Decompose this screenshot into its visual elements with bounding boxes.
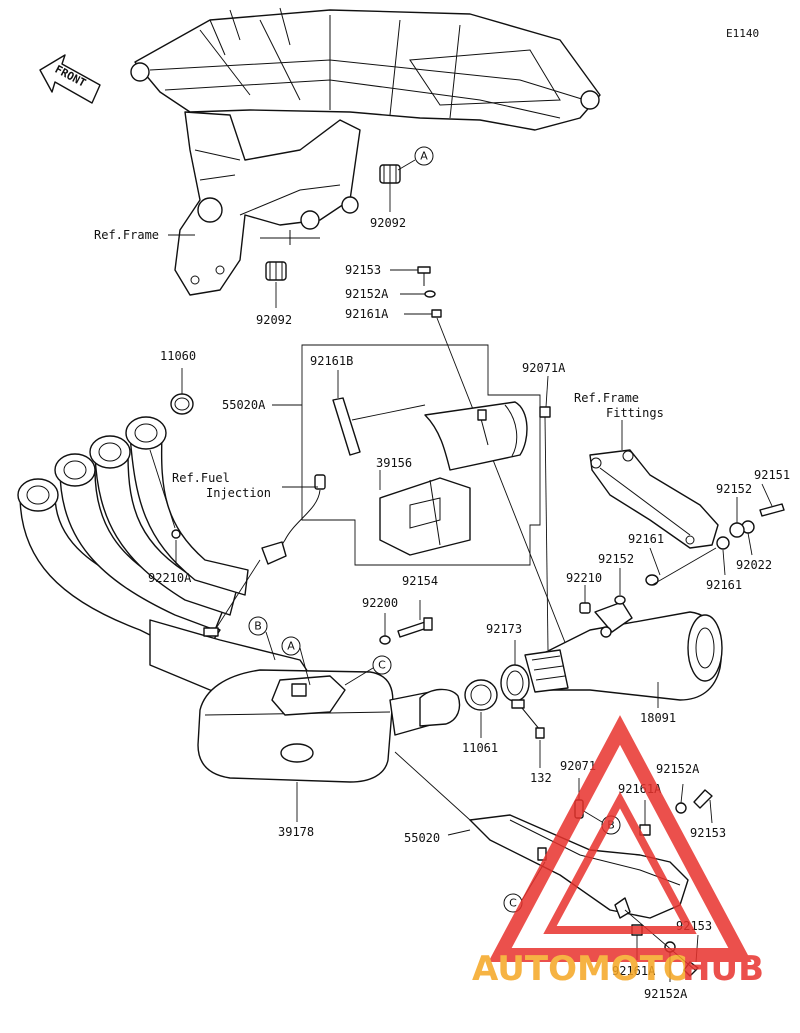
label-11060: 11060 (160, 349, 196, 363)
label-92161-mid: 92161 (628, 532, 664, 546)
label-92152A-top: 92152A (345, 287, 389, 301)
label-92161A-top: 92161A (345, 307, 389, 321)
label-55020A: 55020A (222, 398, 266, 412)
label-92071A: 92071A (522, 361, 566, 375)
label-92161-right: 92161 (706, 578, 742, 592)
label-ref-fuel-1: Ref.Fuel (172, 471, 230, 485)
watermark-text-auto: AUTOMOTO (472, 949, 692, 989)
callout-a-mid: A (281, 636, 311, 686)
label-92200: 92200 (362, 596, 398, 610)
label-39156: 39156 (376, 456, 412, 470)
clamp-92173 (500, 640, 545, 768)
flange-3 (89, 435, 131, 469)
label-92161A-bottom: 92161A (612, 964, 656, 978)
callout-b-left: B (248, 616, 276, 661)
label-92210: 92210 (566, 571, 602, 585)
label-11061: 11061 (462, 741, 498, 755)
bolt-stack-top (390, 266, 569, 651)
bolt-92154 (397, 600, 433, 638)
svg-text:C: C (378, 659, 386, 672)
label-92071: 92071 (560, 759, 596, 773)
washer-92200 (379, 613, 391, 645)
label-92151: 92151 (754, 468, 790, 482)
diagram-code: E1140 (726, 27, 759, 40)
label-92173: 92173 (486, 622, 522, 636)
svg-text:C: C (509, 897, 517, 910)
callout-a-top: A (397, 146, 434, 171)
label-92152-right: 92152 (716, 482, 752, 496)
label-55020: 55020 (404, 831, 440, 845)
label-92092-bottom: 92092 (256, 313, 292, 327)
watermark-text-hub: HUB (682, 949, 764, 989)
flange-4 (125, 416, 167, 450)
nut-92210 (579, 585, 591, 614)
heat-shield-55020A (351, 401, 528, 471)
label-92161B: 92161B (310, 354, 353, 368)
watermark-logo: AUTOMOTO HUB (472, 715, 764, 989)
oxygen-sensor (203, 474, 326, 637)
label-ref-fuel-2: Injection (206, 486, 271, 500)
label-92153-low: 92153 (690, 826, 726, 840)
label-92153-top: 92153 (345, 263, 381, 277)
nut-92071A (539, 375, 551, 651)
svg-text:A: A (287, 640, 295, 653)
frame-fittings (589, 420, 719, 549)
label-92022: 92022 (736, 558, 772, 572)
label-92154: 92154 (402, 574, 438, 588)
flange-2 (54, 453, 96, 487)
label-ref-frame: Ref.Frame (94, 228, 159, 242)
svg-text:B: B (254, 620, 262, 633)
label-92092-top: 92092 (370, 216, 406, 230)
frame-drawing (130, 7, 601, 296)
label-92152A-low: 92152A (656, 762, 700, 776)
label-92152-mid: 92152 (598, 552, 634, 566)
connector-pipe (419, 679, 498, 738)
label-18091: 18091 (640, 711, 676, 725)
callout-c-mid: C (344, 655, 392, 686)
bushing-92092-top (379, 164, 401, 212)
label-132: 132 (530, 771, 552, 785)
silencer-18091 (524, 601, 723, 708)
label-39178: 39178 (278, 825, 314, 839)
label-ref-frame-fittings-1: Ref.Frame (574, 391, 639, 405)
label-92210A: 92210A (148, 571, 192, 585)
gasket-11060 (170, 368, 194, 415)
label-92152A-bottom: 92152A (644, 987, 688, 1001)
svg-text:A: A (420, 150, 428, 163)
bushing-92092-bottom (265, 261, 287, 308)
bolt-stack-right (614, 483, 785, 605)
strip-92161B (332, 370, 361, 456)
label-ref-frame-fittings-2: Fittings (606, 406, 664, 420)
flange-1 (17, 478, 59, 512)
pad-39156 (379, 470, 471, 556)
front-arrow-icon: FRONT (39, 54, 101, 104)
pre-chamber-39178 (197, 669, 449, 822)
group-bracket-55020A (272, 344, 541, 566)
